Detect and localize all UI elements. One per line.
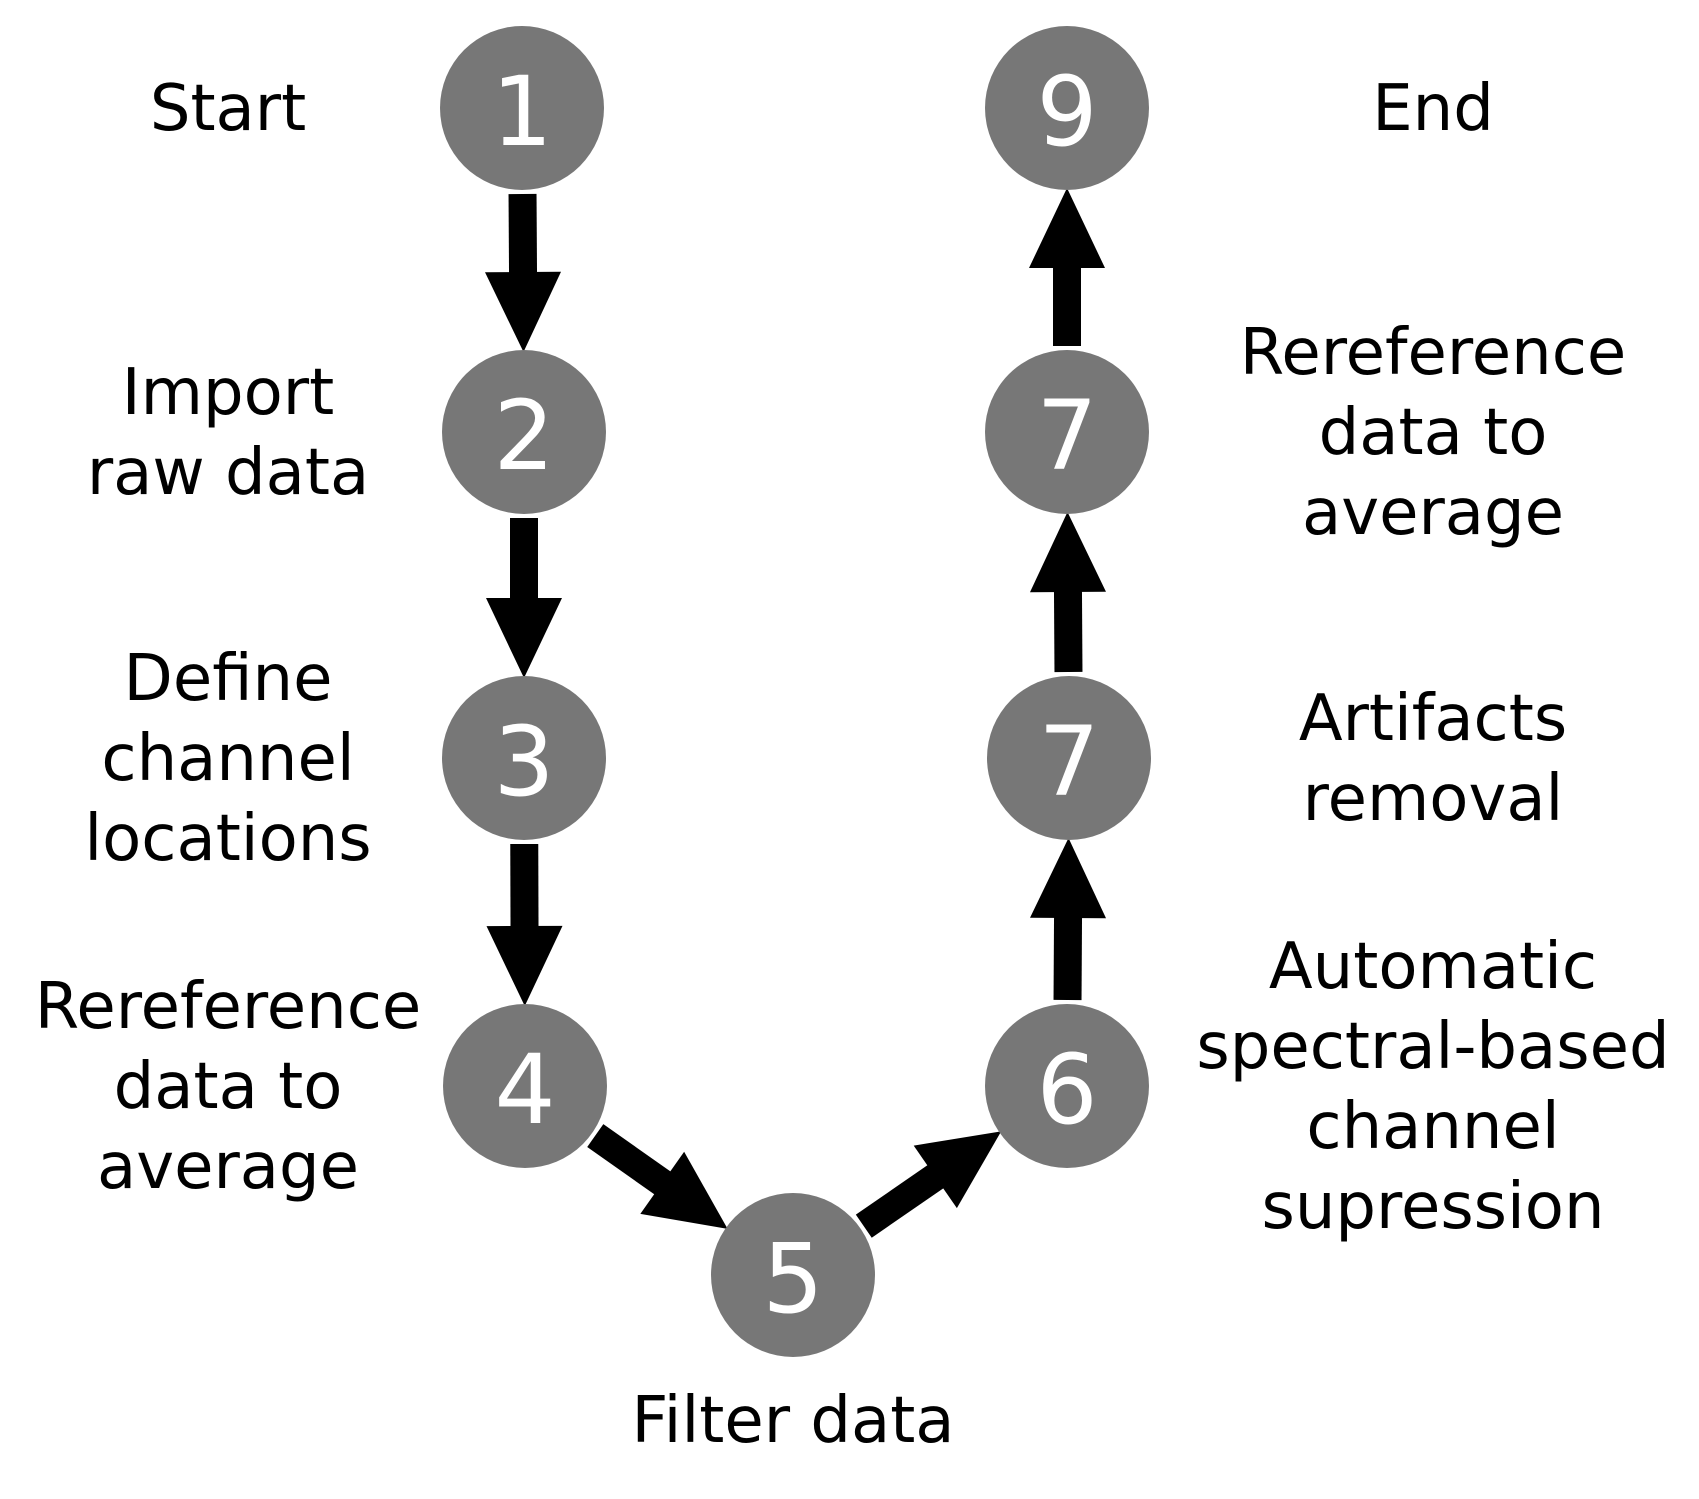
arrow-5-to-6-head — [913, 1131, 1002, 1209]
arrow-6-to-7 — [1030, 837, 1107, 1001]
step-label-4-line-3: average — [97, 1130, 359, 1204]
step-label-1-line-1: Start — [150, 72, 306, 146]
step-label-8-line-2: data to — [1319, 396, 1548, 470]
step-circle-4 — [443, 1004, 607, 1168]
arrow-8-to-9 — [1029, 188, 1105, 346]
step-label-8-line-3: average — [1302, 476, 1564, 550]
step-label-2-line-1: Import — [122, 356, 334, 430]
step-label-1: Start — [150, 72, 306, 146]
step-node-3: 3 — [442, 676, 606, 840]
step-node-5: 5 — [711, 1193, 875, 1357]
step-number-7: 7 — [1038, 706, 1099, 818]
step-label-4-line-1: Rereference — [35, 970, 422, 1044]
step-label-9-line-1: End — [1372, 72, 1494, 146]
arrow-2-to-3-head — [486, 598, 562, 678]
step-number-5: 5 — [762, 1223, 823, 1335]
step-node-6: 6 — [985, 1004, 1149, 1168]
arrow-7-to-8 — [1029, 511, 1106, 673]
step-node-1: 1 — [440, 26, 604, 190]
step-label-7-line-1: Artifacts — [1299, 682, 1567, 756]
arrow-6-to-7-shaft — [1053, 913, 1083, 1001]
arrow-7-to-8-shaft — [1053, 587, 1083, 673]
step-number-1: 1 — [491, 56, 552, 168]
step-label-4-line-2: data to — [114, 1050, 343, 1124]
step-label-3-line-2: channel — [101, 722, 354, 796]
arrow-4-to-5 — [587, 1124, 728, 1229]
step-number-4: 4 — [494, 1034, 555, 1146]
arrow-4-to-5-head — [640, 1151, 728, 1229]
arrow-5-to-6-shaft — [855, 1163, 947, 1238]
step-label-5-line-1: Filter data — [632, 1384, 955, 1458]
arrow-1-to-2 — [485, 193, 562, 353]
step-label-5: Filter data — [632, 1384, 955, 1458]
arrow-8-to-9-head — [1029, 188, 1105, 268]
step-label-6-line-3: channel — [1306, 1090, 1559, 1164]
step-circle-5 — [711, 1193, 875, 1357]
step-number-6: 6 — [1036, 1034, 1097, 1146]
step-circle-6 — [985, 1004, 1149, 1168]
step-label-2-line-2: raw data — [87, 436, 369, 510]
step-circle-3 — [442, 676, 606, 840]
step-label-6-line-4: supression — [1262, 1170, 1605, 1244]
step-circle-1 — [440, 26, 604, 190]
step-label-8-line-1: Rereference — [1240, 316, 1627, 390]
step-number-2: 2 — [493, 380, 554, 492]
step-node-7: 7 — [987, 676, 1151, 840]
arrow-2-to-3 — [486, 518, 562, 678]
arrow-7-to-8-head — [1029, 511, 1106, 593]
arrow-3-to-4 — [486, 843, 563, 1007]
step-label-9: End — [1372, 72, 1494, 146]
step-node-9: 9 — [985, 26, 1149, 190]
step-number-8: 7 — [1036, 380, 1097, 492]
arrow-5-to-6 — [855, 1131, 1002, 1238]
step-circle-8 — [985, 350, 1149, 514]
arrow-1-to-2-head — [485, 271, 562, 353]
step-node-2: 2 — [442, 350, 606, 514]
step-node-4: 4 — [443, 1004, 607, 1168]
step-label-3-line-1: Define — [124, 642, 333, 716]
arrow-4-to-5-shaft — [587, 1124, 674, 1197]
arrows-layer — [485, 188, 1107, 1238]
step-number-9: 9 — [1036, 56, 1097, 168]
step-node-8: 7 — [985, 350, 1149, 514]
step-label-6-line-2: spectral-based — [1196, 1010, 1669, 1084]
nodes-layer: 1 2 3 4 5 6 7 7 9 — [440, 26, 1151, 1357]
step-label-6-line-1: Automatic — [1269, 930, 1597, 1004]
arrow-6-to-7-head — [1030, 837, 1107, 919]
step-circle-2 — [442, 350, 606, 514]
step-number-3: 3 — [493, 706, 554, 818]
step-circle-9 — [985, 26, 1149, 190]
step-label-3-line-3: locations — [84, 802, 371, 876]
step-circle-7 — [987, 676, 1151, 840]
arrow-3-to-4-head — [486, 925, 563, 1007]
arrow-1-to-2-shaft — [508, 193, 538, 277]
step-label-7-line-2: removal — [1303, 762, 1564, 836]
